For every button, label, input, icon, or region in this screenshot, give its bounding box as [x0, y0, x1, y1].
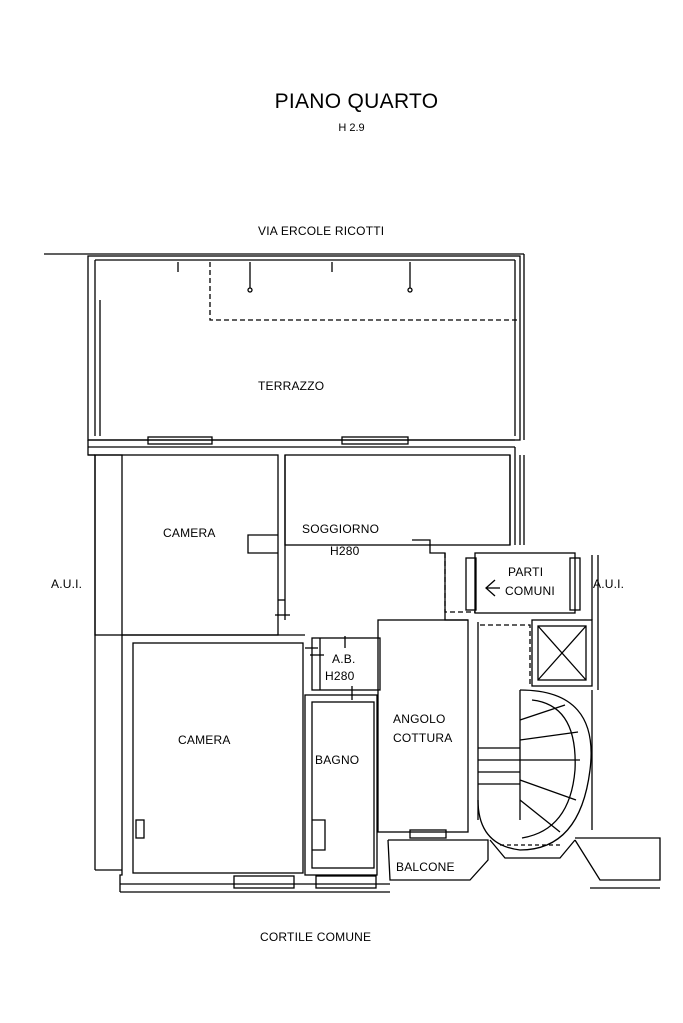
terrace-outline	[87, 255, 521, 441]
street-label-bottom: CORTILE COMUNE	[260, 930, 372, 944]
bathroom-outline	[304, 694, 378, 876]
room-label-kitchen-2: COTTURA	[393, 731, 453, 745]
closet-outline	[311, 637, 381, 691]
room-label-kitchen-1: ANGOLO	[393, 712, 446, 726]
room-label-living-height: H280	[330, 544, 360, 558]
room-label-balcony: BALCONE	[396, 860, 455, 874]
room-label-bathroom: BAGNO	[315, 753, 360, 767]
street-label-top: VIA ERCOLE RICOTTI	[258, 224, 385, 238]
room-label-living: SOGGIORNO	[302, 522, 380, 536]
room-label-closet-height: H280	[325, 669, 355, 683]
room-label-bedroom-1: CAMERA	[163, 526, 216, 540]
room-label-common-2: COMUNI	[505, 584, 555, 598]
kitchen-outline	[377, 619, 469, 833]
room-label-bedroom-2: CAMERA	[178, 733, 231, 747]
common-parts-outline	[474, 552, 576, 614]
label-aui-left: A.U.I.	[51, 577, 83, 591]
page-title: PIANO QUARTO	[274, 90, 439, 113]
label-aui-right: A.U.I.	[593, 577, 625, 591]
terrace-dashed-area	[209, 262, 520, 321]
spiral-stair	[477, 689, 592, 851]
room-label-closet: A.B.	[332, 652, 356, 666]
balcony-outline	[387, 839, 489, 881]
outer-wall-left	[87, 440, 123, 892]
bedroom-2-outline	[132, 642, 304, 874]
room-label-common-1: PARTI	[508, 565, 544, 579]
elevator-outline	[531, 619, 593, 687]
room-label-terrace: TERRAZZO	[258, 379, 325, 393]
page-subtitle-height: H 2.9	[338, 122, 365, 134]
living-outline	[284, 454, 511, 546]
